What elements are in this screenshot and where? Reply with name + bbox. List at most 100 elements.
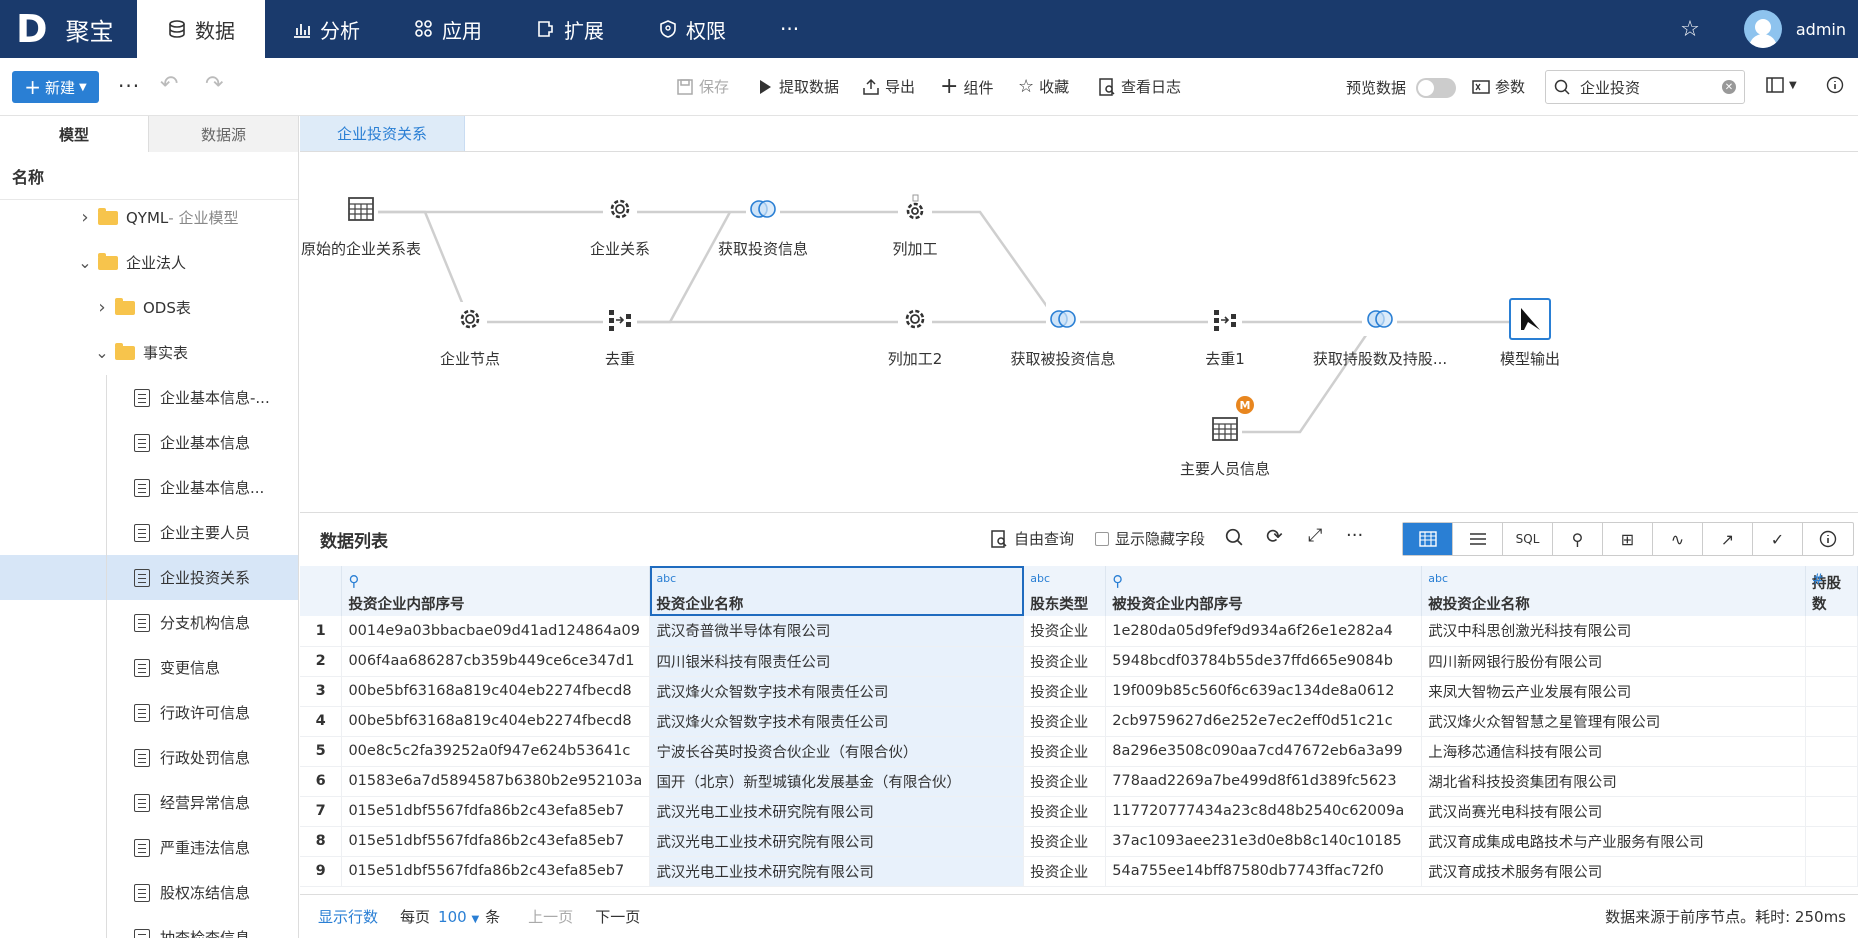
table-cell[interactable]: 武汉光电工业技术研究院有限公司 xyxy=(649,796,1025,827)
table-cell[interactable]: 37ac1093aee231e3d0e8b8c140c10185 xyxy=(1105,826,1423,857)
view-info-tab[interactable] xyxy=(1803,523,1853,555)
view-list-tab[interactable] xyxy=(1453,523,1503,555)
node-column-process[interactable]: 列加工 xyxy=(865,192,965,259)
tree-item[interactable]: ⌄企业法人 xyxy=(0,240,298,285)
table-cell[interactable] xyxy=(1805,616,1858,647)
table-cell[interactable]: 上海移芯通信科技有限公司 xyxy=(1421,736,1807,767)
table-cell[interactable]: 00e8c5c2fa39252a0f947e624b53641c xyxy=(341,736,651,767)
redo-icon[interactable]: ↷ xyxy=(205,72,224,97)
table-cell[interactable] xyxy=(1805,766,1858,797)
nav-analysis[interactable]: 分析 xyxy=(265,0,387,58)
tree-item[interactable]: 企业基本信息... xyxy=(0,465,298,510)
node-enterprise-relation[interactable]: 企业关系 xyxy=(570,192,670,259)
table-cell[interactable]: 投资企业 xyxy=(1023,706,1107,737)
tree-item[interactable]: ›QYML - 企业模型 xyxy=(0,195,298,240)
table-cell[interactable]: 117720777434a23c8d48b2540c62009a xyxy=(1105,796,1423,827)
tab-datasource[interactable]: 数据源 xyxy=(149,116,298,152)
table-cell[interactable]: 投资企业 xyxy=(1023,766,1107,797)
table-cell[interactable] xyxy=(1805,646,1858,677)
info-button[interactable] xyxy=(1826,76,1844,94)
table-cell[interactable]: 武汉烽火众智数字技术有限责任公司 xyxy=(649,676,1025,707)
table-cell[interactable]: 湖北省科技投资集团有限公司 xyxy=(1421,766,1807,797)
page-size-select[interactable]: 100 ▼ xyxy=(438,908,479,926)
nav-permission[interactable]: 权限 xyxy=(631,0,753,58)
node-column-process-2[interactable]: 列加工2 xyxy=(865,302,965,369)
view-sql-tab[interactable]: SQL xyxy=(1503,523,1553,555)
table-cell[interactable] xyxy=(1805,796,1858,827)
table-cell[interactable]: 武汉奇普微半导体有限公司 xyxy=(649,616,1025,647)
avatar[interactable] xyxy=(1743,10,1782,48)
table-cell[interactable] xyxy=(1805,676,1858,707)
tree-item[interactable]: 严重违法信息 xyxy=(0,825,298,870)
table-cell[interactable]: 武汉中科思创激光科技有限公司 xyxy=(1421,616,1807,647)
column-header[interactable]: ⚲被投资企业内部序号 xyxy=(1105,566,1423,616)
table-cell[interactable]: 来凤大智物云产业发展有限公司 xyxy=(1421,676,1807,707)
table-cell[interactable]: 四川银米科技有限责任公司 xyxy=(649,646,1025,677)
table-cell[interactable]: 宁波长谷英时投资合伙企业（有限合伙） xyxy=(649,736,1025,767)
export-button[interactable]: 导出 xyxy=(862,76,915,97)
tab-model[interactable]: 模型 xyxy=(0,116,149,152)
nav-data[interactable]: 数据 xyxy=(137,0,265,58)
node-raw-table[interactable]: 原始的企业关系表 xyxy=(300,192,422,259)
table-cell[interactable]: 投资企业 xyxy=(1023,796,1107,827)
tree-item[interactable]: ⌄事实表 xyxy=(0,330,298,375)
table-cell[interactable]: 2cb9759627d6e252e7ec2eff0d51c21c xyxy=(1105,706,1423,737)
view-formula-tab[interactable]: ✓ xyxy=(1753,523,1803,555)
clear-icon[interactable]: ✕ xyxy=(1722,80,1736,94)
chevron-right-icon[interactable]: › xyxy=(81,207,89,228)
nav-apps[interactable]: 应用 xyxy=(387,0,509,58)
search-input[interactable]: 企业投资 ✕ xyxy=(1545,70,1745,104)
table-cell[interactable] xyxy=(1805,856,1858,887)
table-cell[interactable]: 投资企业 xyxy=(1023,826,1107,857)
table-cell[interactable]: 投资企业 xyxy=(1023,646,1107,677)
chevron-down-icon[interactable]: ⌄ xyxy=(95,343,109,362)
table-cell[interactable]: 国开（北京）新型城镇化发展基金（有限合伙） xyxy=(649,766,1025,797)
table-cell[interactable]: 武汉烽火众智数字技术有限责任公司 xyxy=(649,706,1025,737)
table-cell[interactable]: 006f4aa686287cb359b449ce6ce347d1 xyxy=(341,646,651,677)
table-cell[interactable]: 778aad2269a7be499d8f61d389fc5623 xyxy=(1105,766,1423,797)
refresh-icon[interactable]: ⟳ xyxy=(1266,524,1283,548)
table-cell[interactable]: 武汉光电工业技术研究院有限公司 xyxy=(649,826,1025,857)
table-cell[interactable]: 投资企业 xyxy=(1023,616,1107,647)
view-lineage-tab[interactable]: ⚲ xyxy=(1553,523,1603,555)
table-cell[interactable]: 武汉育成技术服务有限公司 xyxy=(1421,856,1807,887)
tree-item[interactable]: 行政许可信息 xyxy=(0,690,298,735)
star-icon[interactable]: ☆ xyxy=(1680,16,1700,42)
tree-item[interactable]: 企业主要人员 xyxy=(0,510,298,555)
tree-item[interactable]: 分支机构信息 xyxy=(0,600,298,645)
user-name[interactable]: admin xyxy=(1795,19,1846,39)
show-hidden-fields[interactable]: 显示隐藏字段 xyxy=(1095,528,1205,549)
table-cell[interactable]: 8a296e3508c090aa7cd47672eb6a3a99 xyxy=(1105,736,1423,767)
column-header[interactable]: ⚲投资企业内部序号 xyxy=(341,566,651,616)
view-trend-tab[interactable]: ↗ xyxy=(1703,523,1753,555)
nav-more[interactable]: ··· xyxy=(753,0,826,58)
table-cell[interactable]: 015e51dbf5567fdfa86b2c43efa85eb7 xyxy=(341,796,651,827)
table-cell[interactable]: 00be5bf63168a819c404eb2274fbecd8 xyxy=(341,706,651,737)
table-cell[interactable]: 投资企业 xyxy=(1023,676,1107,707)
show-hidden-checkbox[interactable] xyxy=(1095,531,1109,546)
layout-button[interactable]: ▼ xyxy=(1766,76,1797,94)
view-grid-tab[interactable] xyxy=(1403,523,1453,555)
params-button[interactable]: 参数 xyxy=(1472,76,1525,97)
tab-canvas[interactable]: 企业投资关系 xyxy=(300,116,465,151)
more-icon[interactable]: ··· xyxy=(1346,525,1364,546)
table-cell[interactable]: 武汉尚赛光电科技有限公司 xyxy=(1421,796,1807,827)
chevron-down-icon[interactable]: ⌄ xyxy=(78,253,92,272)
node-enterprise-node[interactable]: 企业节点 xyxy=(420,302,520,369)
tree-item[interactable]: 抽查检查信息 xyxy=(0,915,298,938)
table-cell[interactable]: 015e51dbf5567fdfa86b2c43efa85eb7 xyxy=(341,856,651,887)
app-logo[interactable]: D 聚宝 xyxy=(0,0,137,58)
tree-item[interactable]: 企业基本信息 xyxy=(0,420,298,465)
table-cell[interactable] xyxy=(1805,736,1858,767)
table-cell[interactable] xyxy=(1805,826,1858,857)
node-get-invested[interactable]: 获取被投资信息 xyxy=(1000,302,1126,369)
table-cell[interactable]: 武汉育成集成电路技术与产业服务有限公司 xyxy=(1421,826,1807,857)
